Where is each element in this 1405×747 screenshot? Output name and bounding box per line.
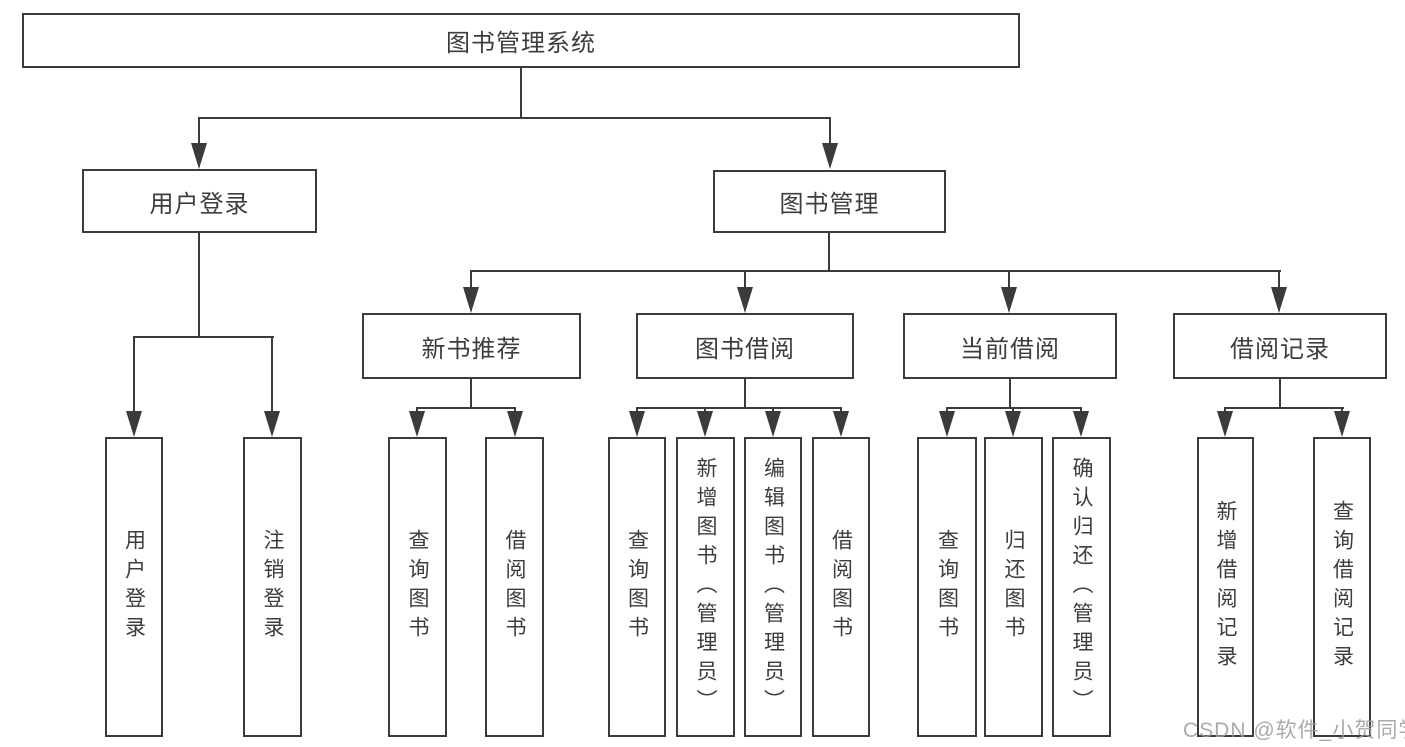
node-label: 注销登录 <box>261 529 284 645</box>
connector-current-rail <box>946 407 1082 409</box>
connector-newbook-stem <box>470 379 472 408</box>
connector-mgmt-drop-4 <box>1278 270 1280 289</box>
node-label: 归还图书 <box>1002 529 1025 645</box>
arrowhead-current-confirm <box>1073 411 1089 437</box>
node-label: 查询图书 <box>935 529 959 645</box>
arrowhead-borrow-records <box>1271 287 1287 313</box>
connector-root-drop-left <box>198 117 200 145</box>
node-current-borrow: 当前借阅 <box>903 313 1117 379</box>
connector-records-rail <box>1224 407 1344 409</box>
node-label: 用户登录 <box>149 190 250 218</box>
leaf-borrow-borrow-books: 借阅图书 <box>812 437 870 737</box>
leaf-user-login: 用户登录 <box>105 437 163 737</box>
arrowhead-borrow-add <box>697 411 713 437</box>
node-label: 借阅图书 <box>829 529 853 645</box>
connector-user-rail <box>133 336 274 338</box>
connector-borrow-stem <box>744 379 746 408</box>
arrowhead-current-borrow <box>1001 287 1017 313</box>
node-label: 编辑图书（管理员） <box>761 456 785 718</box>
arrowhead-user-login <box>191 143 207 169</box>
node-label: 新增借阅记录 <box>1214 500 1237 674</box>
leaf-records-add-record: 新增借阅记录 <box>1197 437 1254 737</box>
leaf-records-query-record: 查询借阅记录 <box>1313 437 1371 737</box>
arrowhead-borrow-borrow <box>833 411 849 437</box>
arrowhead-current-query <box>939 411 955 437</box>
arrowhead-book-management <box>822 143 838 169</box>
connector-user-drop-1 <box>133 336 135 413</box>
arrowhead-leaf-logout <box>264 411 280 437</box>
node-label: 查询借阅记录 <box>1330 500 1354 674</box>
arrowhead-records-add <box>1217 411 1233 437</box>
arrowhead-borrow-edit <box>765 411 781 437</box>
node-book-management: 图书管理 <box>713 170 946 233</box>
node-label: 新增图书（管理员） <box>694 456 717 718</box>
node-label: 图书借阅 <box>695 335 795 363</box>
connector-mgmt-rail <box>470 270 1281 272</box>
arrowhead-records-query <box>1334 411 1350 437</box>
node-new-book-recommend: 新书推荐 <box>362 313 581 379</box>
leaf-newbook-query-books: 查询图书 <box>388 437 447 737</box>
connector-root-rail <box>198 117 831 119</box>
connector-user-stem <box>198 233 200 336</box>
node-library-management-system: 图书管理系统 <box>22 13 1020 68</box>
connector-root-stem <box>520 68 522 118</box>
connector-records-stem <box>1279 379 1281 408</box>
arrowhead-current-return <box>1005 411 1021 437</box>
leaf-current-return-books: 归还图书 <box>984 437 1043 737</box>
arrowhead-new-book-recommend <box>463 287 479 313</box>
leaf-borrow-edit-books-admin: 编辑图书（管理员） <box>744 437 802 737</box>
leaf-current-confirm-return-admin: 确认归还（管理员） <box>1052 437 1111 737</box>
node-label: 查询图书 <box>625 529 649 645</box>
connector-current-stem <box>1009 379 1011 408</box>
connector-mgmt-drop-1 <box>470 270 472 289</box>
node-label: 图书管理系统 <box>446 30 596 57</box>
leaf-borrow-query-books: 查询图书 <box>608 437 666 737</box>
node-book-borrow: 图书借阅 <box>636 313 854 379</box>
node-borrow-records: 借阅记录 <box>1173 313 1387 379</box>
connector-user-drop-2 <box>271 336 273 413</box>
leaf-borrow-add-books-admin: 新增图书（管理员） <box>676 437 735 737</box>
node-user-login: 用户登录 <box>82 169 317 233</box>
node-label: 当前借阅 <box>960 335 1060 363</box>
connector-newbook-rail <box>416 407 516 409</box>
arrowhead-borrow-query <box>629 411 645 437</box>
leaf-newbook-borrow-books: 借阅图书 <box>485 437 544 737</box>
arrowhead-newbook-borrow <box>507 411 523 437</box>
csdn-watermark: CSDN @软件_小贺同学 <box>1183 719 1405 742</box>
node-label: 查询图书 <box>406 529 429 645</box>
arrowhead-book-borrow <box>737 287 753 313</box>
node-label: 借阅图书 <box>503 529 526 645</box>
leaf-logout: 注销登录 <box>243 437 302 737</box>
connector-borrow-rail <box>636 407 842 409</box>
connector-root-drop-right <box>829 117 831 145</box>
leaf-current-query-books: 查询图书 <box>917 437 977 737</box>
arrowhead-leaf-user-login <box>126 411 142 437</box>
node-label: 图书管理 <box>779 191 880 218</box>
connector-mgmt-drop-2 <box>744 270 746 289</box>
node-label: 借阅记录 <box>1230 335 1330 363</box>
arrowhead-newbook-query <box>409 411 425 437</box>
node-label: 新书推荐 <box>421 335 522 363</box>
node-label: 用户登录 <box>122 529 146 645</box>
connector-mgmt-stem <box>828 233 830 271</box>
node-label: 确认归还（管理员） <box>1070 456 1093 718</box>
connector-mgmt-drop-3 <box>1008 270 1010 289</box>
